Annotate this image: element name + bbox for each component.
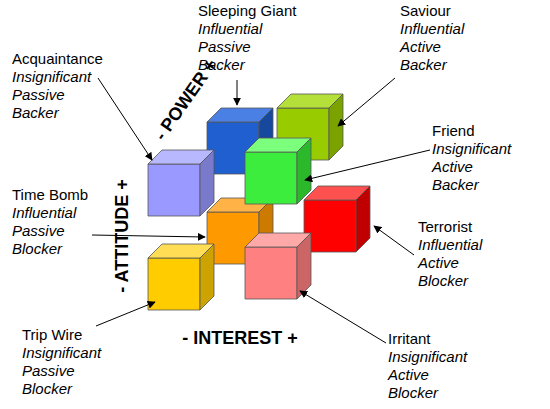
stakeholder-traits: Influential Active Blocker — [418, 236, 508, 290]
stakeholder-traits: Insignificant Passive Blocker — [22, 344, 112, 398]
stakeholder-traits: Influential Active Backer — [400, 20, 490, 74]
cube-face — [329, 94, 343, 160]
cube-face — [356, 186, 370, 252]
cube — [245, 138, 311, 204]
stakeholder-name: Time Bomb — [12, 186, 102, 204]
leader-arrow — [374, 226, 414, 255]
axis-label: - INTEREST + — [182, 328, 298, 349]
stakeholder-label: AcquaintanceInsignificant Passive Backer — [12, 50, 102, 122]
axis-label: - ATTITUDE + — [112, 179, 133, 293]
cube-face — [200, 150, 214, 216]
cube-face — [304, 200, 356, 252]
leader-arrow — [305, 150, 430, 180]
stakeholder-name: Sleeping Giant — [198, 2, 288, 20]
stakeholder-traits: Influential Passive Blocker — [12, 204, 102, 258]
stakeholder-traits: Insignificant Passive Backer — [12, 68, 102, 122]
leader-arrow — [96, 302, 155, 326]
stakeholder-name: Acquaintance — [12, 50, 102, 68]
stakeholder-name: Friend — [432, 122, 522, 140]
leader-arrow — [237, 80, 238, 105]
cube — [304, 186, 370, 252]
cube-face — [245, 247, 297, 299]
stakeholder-label: FriendInsignificant Active Backer — [432, 122, 522, 194]
cube-face — [200, 244, 214, 310]
stakeholder-name: Terrorist — [418, 218, 508, 236]
stakeholder-label: Trip WireInsignificant Passive Blocker — [22, 326, 112, 398]
leader-arrow — [98, 78, 152, 160]
cube-face — [148, 258, 200, 310]
stakeholder-traits: Insignificant Active Backer — [432, 140, 522, 194]
cube-face — [148, 164, 200, 216]
leader-arrow — [92, 235, 205, 237]
stakeholder-label: TerroristInfluential Active Blocker — [418, 218, 508, 290]
cube — [245, 233, 311, 299]
stakeholder-traits: Insignificant Active Blocker — [388, 348, 478, 402]
stakeholder-label: SaviourInfluential Active Backer — [400, 2, 490, 74]
cube-face — [297, 233, 311, 299]
cube-face — [297, 138, 311, 204]
stakeholder-name: Irritant — [388, 330, 478, 348]
stakeholder-name: Saviour — [400, 2, 490, 20]
stakeholder-label: Time BombInfluential Passive Blocker — [12, 186, 102, 258]
stakeholder-name: Trip Wire — [22, 326, 112, 344]
cube-face — [245, 152, 297, 204]
leader-arrow — [338, 78, 395, 126]
stakeholder-label: IrritantInsignificant Active Blocker — [388, 330, 478, 402]
cube — [148, 150, 214, 216]
leader-arrow — [300, 291, 386, 343]
cube — [148, 244, 214, 310]
